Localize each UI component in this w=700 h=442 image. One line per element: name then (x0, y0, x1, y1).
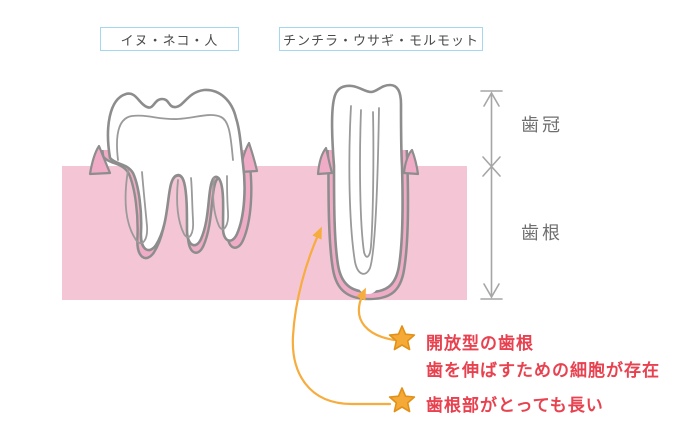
group-label-chinchilla-rabbit-guineapig: チンチラ・ウサギ・モルモット (279, 27, 483, 51)
open-root-apex (359, 280, 377, 294)
open-root-title: 開放型の歯根 (426, 334, 534, 353)
callout-arrows (291, 226, 396, 406)
long-root-note: 歯根部がとっても長い (426, 396, 604, 415)
star-icon (388, 387, 416, 413)
molar-tooth-illustration (106, 88, 246, 252)
open-root-detail: 歯を伸ばすための細胞が存在 (426, 361, 660, 380)
molar-inner-lines (116, 114, 234, 245)
dimension-line (480, 90, 503, 300)
long-root-arrow (291, 226, 392, 406)
dimension-cross-mark (482, 156, 501, 177)
group-label-dogs-cats-humans: イヌ・ネコ・人 (100, 27, 239, 51)
long-tooth-inner-lines (348, 105, 380, 275)
root-label: 歯根 (521, 223, 563, 243)
group-label-text: チンチラ・ウサギ・モルモット (282, 32, 479, 48)
long-tooth-illustration (330, 83, 404, 294)
group-label-text: イヌ・ネコ・人 (120, 32, 219, 48)
crown-label: 歯冠 (521, 115, 563, 135)
star-icon (388, 325, 416, 351)
open-root-arrow (356, 287, 396, 342)
down-arrow-icon (483, 283, 500, 299)
star-icons (388, 325, 416, 413)
